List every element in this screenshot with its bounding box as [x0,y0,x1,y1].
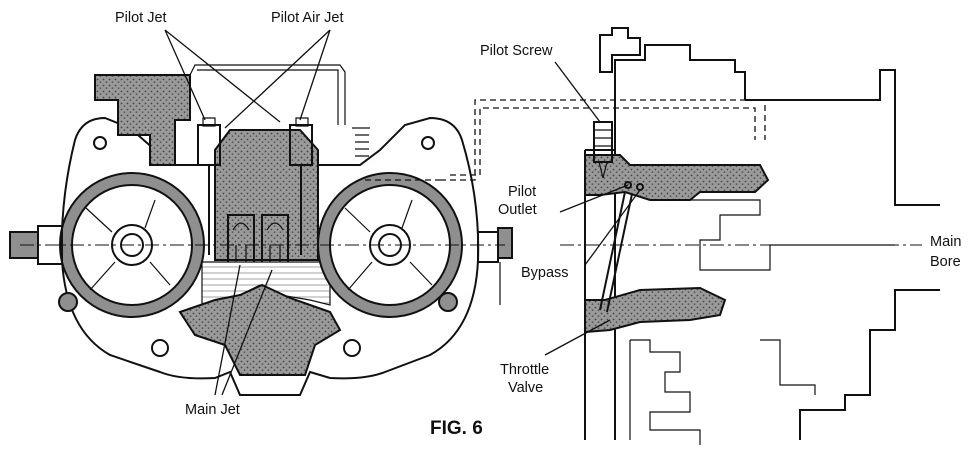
label-pilot-outlet-line2: Outlet [498,202,537,218]
left-carburetor-section [9,64,513,396]
float-bowl-cover [94,74,191,166]
screw-lower-left [58,292,78,312]
left-throttle-spokes [85,199,171,291]
main-bore-upper-wall [665,199,895,271]
right-throttle-spokes [344,199,433,291]
main-jet-leaders [214,264,273,396]
mount-hole-left [151,339,169,357]
mount-hole-right [343,339,361,357]
label-bypass: Bypass [521,265,569,281]
throttle-valve-leader [544,319,611,356]
top-bridge-pipe [189,64,346,125]
right-carburetor-section [440,27,940,445]
pilot-air-jet-caps [202,117,309,127]
main-bore-lower-wall [584,286,727,334]
label-pilot-outlet-line1: Pilot [508,184,536,200]
lower-linkage [629,339,701,445]
center-block [214,129,319,261]
label-pilot-air-jet: Pilot Air Jet [271,10,344,26]
pilot-screw [593,121,613,163]
label-main-bore-line2: Bore [930,254,961,270]
leader-lines [164,29,641,396]
label-pilot-jet: Pilot Jet [115,10,167,26]
pilot-outlet-leader [559,184,629,213]
pilot-jet-leaders [164,29,281,123]
pilot-screw-leader [554,61,601,123]
choke-cap [599,27,641,73]
throttle-valve-plate [599,191,633,313]
pilot-passage-dashed-right [440,99,766,181]
label-main-jet: Main Jet [185,402,240,418]
label-throttle-valve-line2: Valve [508,380,543,396]
pilot-air-jet-leaders [224,29,331,129]
pilot-outlet-hole [624,181,632,189]
figure-caption: FIG. 6 [430,418,483,439]
label-main-bore-line1: Main [930,234,961,250]
right-side-bolt [477,231,499,263]
side-body-outline [584,44,940,440]
label-throttle-valve-line1: Throttle [500,362,549,378]
label-pilot-screw: Pilot Screw [480,43,553,59]
idle-spring [352,127,370,157]
screw-lower-right [438,292,458,312]
pilot-passage-block [584,154,770,201]
bypass-leader [584,189,641,266]
